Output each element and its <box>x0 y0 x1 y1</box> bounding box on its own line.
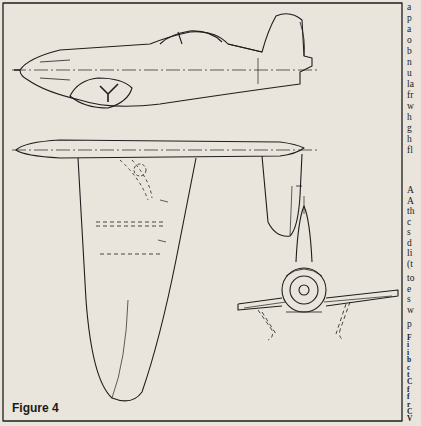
text-fragment: a <box>407 25 411 35</box>
text-fragment: h <box>407 135 412 145</box>
text-fragment: fr <box>407 91 413 101</box>
text-fragment: n <box>407 58 412 68</box>
text-fragment: a <box>407 3 411 13</box>
text-fragment: w <box>407 102 414 112</box>
text-fragment: V <box>407 415 412 423</box>
text-fragment: p <box>407 320 412 330</box>
text-fragment: u <box>407 69 412 79</box>
text-fragment: c <box>407 364 410 372</box>
text-fragment: t <box>407 371 410 379</box>
text-fragment: C <box>407 378 412 386</box>
figure-caption: Figure 4 <box>12 402 59 414</box>
text-fragment: b <box>407 356 411 364</box>
text-fragment: A <box>407 197 414 207</box>
text-fragment: to <box>407 274 414 284</box>
text-fragment: li <box>407 249 412 259</box>
text-fragment: th <box>407 207 414 217</box>
text-fragment: i <box>407 349 409 357</box>
text-fragment: p <box>407 14 412 24</box>
text-fragment: e <box>407 285 411 295</box>
text-fragment: f <box>407 386 410 394</box>
text-fragment: s <box>407 228 411 238</box>
text-fragment: (t <box>407 260 413 270</box>
front-view <box>238 196 398 340</box>
text-fragment: g <box>407 124 412 134</box>
text-fragment: f <box>407 393 410 401</box>
text-fragment: C <box>407 408 412 416</box>
text-fragment: h <box>407 113 412 123</box>
text-fragment: F <box>407 334 412 342</box>
text-fragment: w <box>407 306 414 316</box>
figure-frame <box>3 3 402 421</box>
text-fragment: o <box>407 36 412 46</box>
text-fragment: i <box>407 341 409 349</box>
text-fragment: b <box>407 47 412 57</box>
text-fragment: fl <box>407 146 413 156</box>
text-fragment: la <box>407 80 414 90</box>
side-view <box>12 14 318 108</box>
text-fragment: r <box>407 401 410 409</box>
text-fragment: s <box>407 295 411 305</box>
text-fragment: A <box>407 186 414 196</box>
plan-view <box>12 140 318 401</box>
text-fragment: d <box>407 239 412 249</box>
text-fragment: c <box>407 218 411 228</box>
